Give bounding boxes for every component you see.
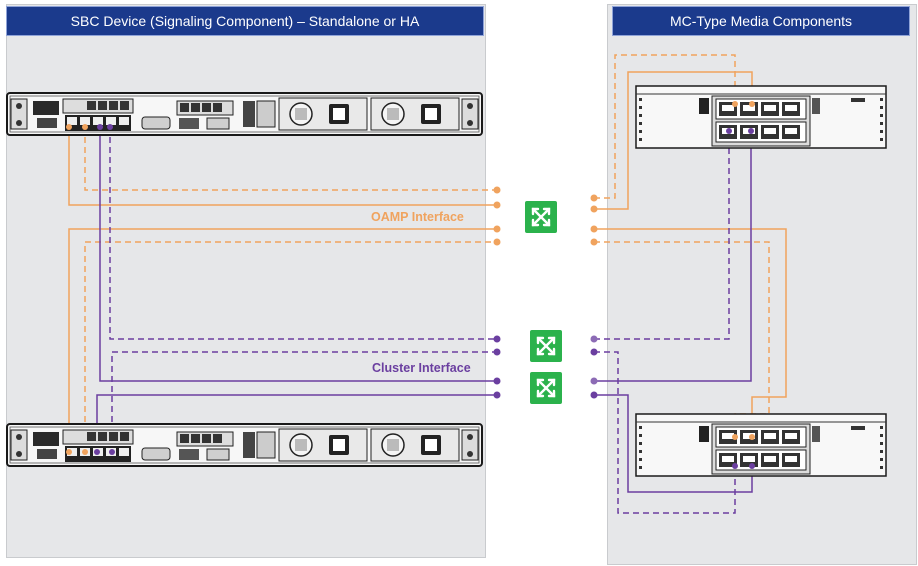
- cluster-interface-label: Cluster Interface: [372, 361, 471, 375]
- cluster-link-bottom-sbc-dashed: [111, 351, 497, 452]
- mc-bottom-port-dots: [732, 434, 755, 469]
- oamp-endpoints: [493, 186, 598, 246]
- mc-unit-bottom: [635, 413, 887, 477]
- oamp-link-bottom-sbc-dashed: [84, 241, 497, 452]
- oamp-link-top-mc-solid: [594, 71, 753, 210]
- cluster-link-bottom-mc-solid: [594, 394, 753, 493]
- sbc-server-bottom: [6, 423, 483, 467]
- oamp-link-top-sbc-dashed: [84, 127, 497, 191]
- oamp-switch-icon: [523, 199, 559, 235]
- cluster-link-top-sbc-solid: [99, 127, 497, 382]
- cluster-link-top-mc-solid: [594, 131, 752, 382]
- oamp-link-bottom-mc-solid: [594, 228, 787, 437]
- cluster-link-top-mc-dashed: [594, 131, 730, 340]
- cluster-switch-1-icon: [528, 328, 564, 364]
- sbc-server-top: [6, 92, 483, 136]
- sbc-top-port-dots: [66, 124, 113, 130]
- oamp-links: [68, 54, 787, 452]
- sbc-panel-title: SBC Device (Signaling Component) – Stand…: [6, 6, 484, 36]
- mc-unit-top: [635, 85, 887, 149]
- oamp-link-top-sbc-solid: [68, 127, 497, 206]
- cluster-link-bottom-mc-dashed: [594, 351, 736, 514]
- mc-panel-title: MC-Type Media Components: [612, 6, 910, 36]
- sbc-bottom-port-dots: [66, 449, 115, 455]
- oamp-interface-label: OAMP Interface: [371, 210, 464, 224]
- cluster-link-top-sbc-dashed: [109, 127, 497, 340]
- cluster-switch-2-icon: [528, 370, 564, 406]
- oamp-link-bottom-mc-dashed: [594, 241, 770, 437]
- mc-top-port-dots: [726, 101, 755, 134]
- cluster-endpoints: [493, 335, 598, 399]
- oamp-link-bottom-sbc-solid: [68, 228, 497, 452]
